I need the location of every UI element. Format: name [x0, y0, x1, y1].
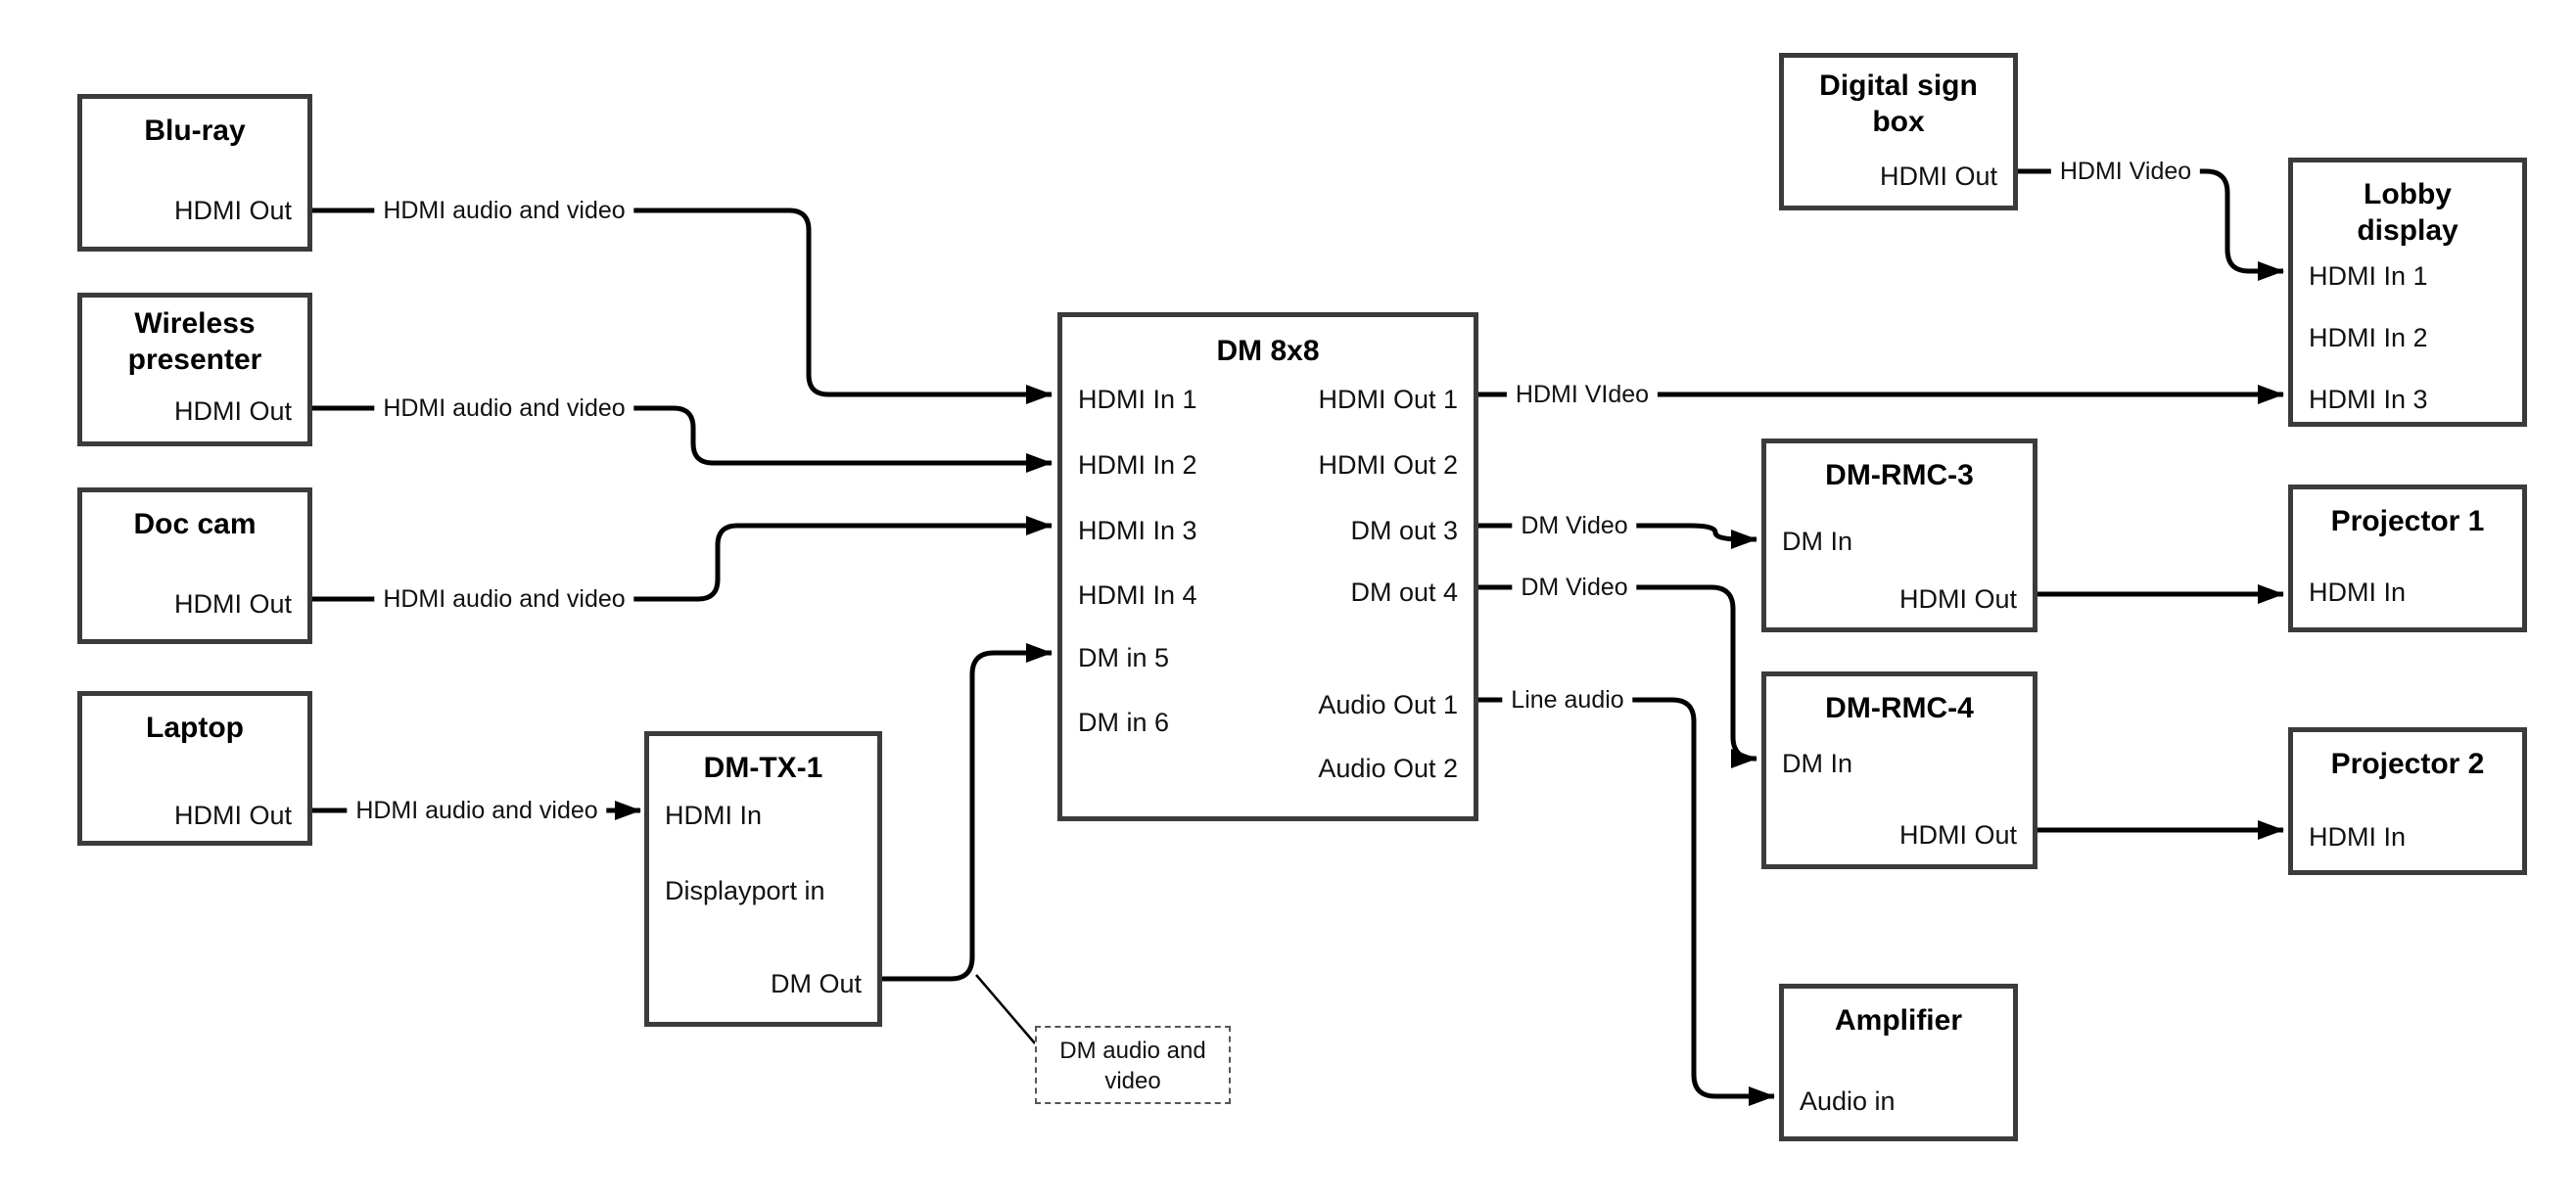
port-lobby-hdmi-in-1: HDMI In 1 [2309, 261, 2428, 291]
wire-label-bluray: HDMI audio and video [374, 197, 634, 224]
callout-dm-audio-and-video: DM audio and video [1035, 1026, 1231, 1104]
wire-label-dm-video-out3: DM Video [1512, 512, 1637, 539]
node-digital-sign-box: Digital sign box HDMI Out [1779, 53, 2018, 210]
wire-label-wireless: HDMI audio and video [374, 394, 634, 422]
wire-label-hdmi-video-digitalsign: HDMI Video [2050, 158, 2201, 185]
wire-audioout1-to-amp [1478, 697, 1775, 1106]
port-lobby-hdmi-in-2: HDMI In 2 [2309, 323, 2428, 352]
port-dm8x8-audio-out-2: Audio Out 2 [1318, 754, 1458, 783]
node-doc-cam: Doc cam HDMI Out [77, 487, 312, 644]
port-bluray-hdmi-out: HDMI Out [173, 196, 292, 225]
node-bluray: Blu-ray HDMI Out [77, 94, 312, 252]
port-laptop-hdmi-out: HDMI Out [173, 801, 292, 830]
node-lobby-display-title: Lobby display [2357, 178, 2459, 247]
port-dm8x8-hdmi-out-2: HDMI Out 2 [1318, 450, 1458, 480]
port-projector2-hdmi-in: HDMI In [2309, 822, 2407, 852]
node-laptop-title: Laptop [146, 712, 244, 744]
node-wireless-presenter-title: Wireless presenter [127, 307, 262, 376]
wire-digitalsign-to-lobby [2018, 168, 2284, 281]
wire-wireless-to-dm8x8 [312, 405, 1053, 473]
port-lobby-hdmi-in-3: HDMI In 3 [2309, 385, 2428, 414]
port-wireless-hdmi-out: HDMI Out [173, 396, 292, 426]
node-dm-rmc-3-title: DM-RMC-3 [1825, 459, 1974, 491]
node-projector-2: Projector 2 HDMI In [2288, 727, 2527, 875]
node-bluray-title: Blu-ray [144, 115, 246, 147]
node-dm-rmc-4: DM-RMC-4 DM In HDMI Out [1761, 671, 2037, 869]
port-dm8x8-dm-out-3: DM out 3 [1350, 516, 1458, 545]
node-doc-cam-title: Doc cam [133, 508, 257, 540]
node-digital-sign-box-title: Digital sign box [1819, 69, 1978, 138]
port-rmc4-hdmi-out: HDMI Out [1898, 820, 2017, 850]
port-dm8x8-hdmi-in-1: HDMI In 1 [1078, 385, 1197, 414]
wire-label-line-audio: Line audio [1502, 686, 1633, 714]
node-dm-8x8-title: DM 8x8 [1216, 335, 1320, 367]
wire-bluray-to-dm8x8 [312, 208, 1053, 404]
node-dm-tx-1-title: DM-TX-1 [703, 752, 823, 784]
wire-dmout4-to-rmc4 [1478, 584, 1757, 768]
node-laptop: Laptop HDMI Out [77, 691, 312, 846]
port-dm8x8-dm-in-6: DM in 6 [1078, 708, 1170, 737]
wire-label-hdmi-video-out1: HDMI VIdeo [1506, 381, 1659, 408]
port-rmc3-hdmi-out: HDMI Out [1898, 584, 2017, 614]
node-projector-2-title: Projector 2 [2330, 748, 2485, 780]
port-dm8x8-dm-out-4: DM out 4 [1350, 577, 1458, 607]
port-projector1-hdmi-in: HDMI In [2309, 577, 2407, 607]
port-doccam-hdmi-out: HDMI Out [173, 589, 292, 619]
port-dm8x8-dm-in-5: DM in 5 [1078, 643, 1170, 672]
port-dmtx1-hdmi-in: HDMI In [665, 801, 763, 830]
wire-dmtx1-to-dm8x8 [882, 643, 1053, 982]
port-dm8x8-hdmi-in-4: HDMI In 4 [1078, 580, 1197, 610]
node-dm-tx-1: DM-TX-1 HDMI In Displayport in DM Out [644, 731, 882, 1027]
callout-leader-line [975, 974, 1036, 1044]
port-amplifier-audio-in: Audio in [1800, 1086, 1896, 1116]
port-rmc4-dm-in: DM In [1782, 749, 1853, 778]
wire-dmout3-to-rmc3 [1478, 523, 1757, 549]
node-dm-8x8: DM 8x8 HDMI In 1 HDMI In 2 HDMI In 3 HDM… [1057, 312, 1478, 821]
port-dmtx1-displayport-in: Displayport in [665, 876, 825, 905]
port-dm8x8-hdmi-in-3: HDMI In 3 [1078, 516, 1197, 545]
port-dm8x8-hdmi-in-2: HDMI In 2 [1078, 450, 1197, 480]
node-lobby-display: Lobby display HDMI In 1 HDMI In 2 HDMI I… [2288, 158, 2527, 427]
port-dm8x8-hdmi-out-1: HDMI Out 1 [1318, 385, 1458, 414]
wire-label-doccam: HDMI audio and video [374, 585, 634, 613]
port-digitalsign-hdmi-out: HDMI Out [1879, 162, 1997, 191]
port-dmtx1-dm-out: DM Out [770, 969, 862, 998]
node-amplifier-title: Amplifier [1834, 1004, 1963, 1037]
wire-label-dm-video-out4: DM Video [1512, 574, 1637, 601]
node-amplifier: Amplifier Audio in [1779, 984, 2018, 1141]
port-dm8x8-audio-out-1: Audio Out 1 [1318, 690, 1458, 719]
node-projector-1-title: Projector 1 [2330, 505, 2485, 537]
wire-label-laptop: HDMI audio and video [347, 797, 607, 824]
node-dm-rmc-4-title: DM-RMC-4 [1825, 692, 1974, 724]
node-projector-1: Projector 1 HDMI In [2288, 485, 2527, 632]
wire-doccam-to-dm8x8 [312, 516, 1053, 602]
node-dm-rmc-3: DM-RMC-3 DM In HDMI Out [1761, 439, 2037, 632]
port-rmc3-dm-in: DM In [1782, 527, 1853, 556]
node-wireless-presenter: Wireless presenter HDMI Out [77, 293, 312, 446]
